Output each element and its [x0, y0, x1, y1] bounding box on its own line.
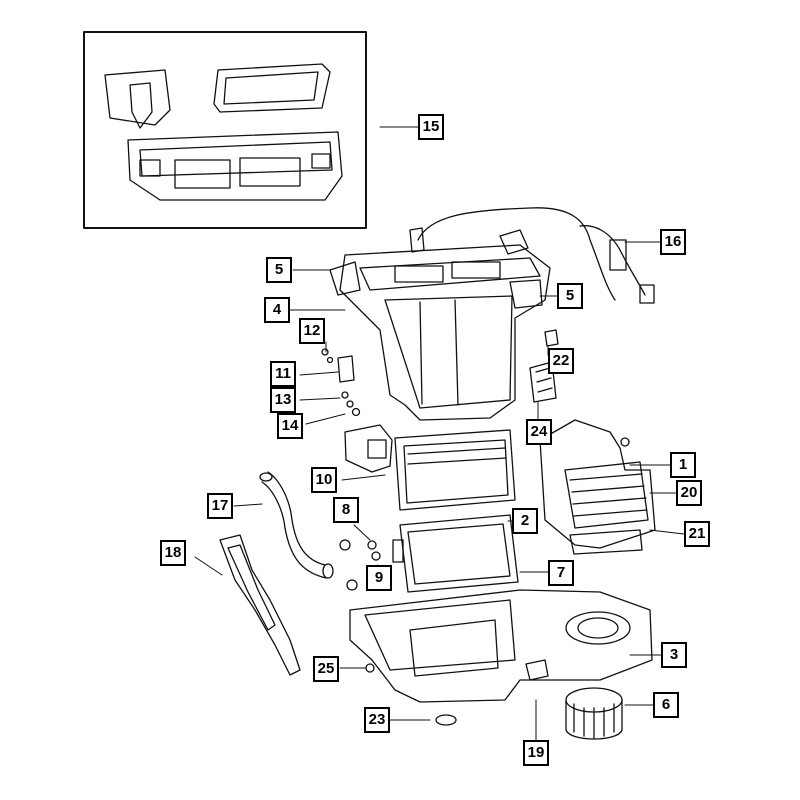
- callout-16: 16: [660, 229, 686, 255]
- callout-14: 14: [277, 413, 303, 439]
- callout-8: 8: [333, 497, 359, 523]
- lower-housing-illustration: [349, 589, 653, 703]
- tubes-illustration: [259, 471, 334, 579]
- hardware-illustration: [365, 659, 549, 726]
- fittings-illustration: [321, 348, 361, 417]
- callout-10: 10: [311, 467, 337, 493]
- callout-19: 19: [523, 740, 549, 766]
- callout-18: 18: [160, 540, 186, 566]
- blower-housing-illustration: [539, 419, 656, 555]
- wiring-harness-illustration: [409, 207, 655, 304]
- expansion-valve-illustration: [344, 424, 393, 473]
- sensor-duct-illustration: [529, 329, 559, 403]
- callout-6: 6: [653, 692, 679, 718]
- inset-frame: [83, 31, 367, 229]
- floor-duct-illustration: [219, 534, 301, 676]
- callout-23: 23: [364, 707, 390, 733]
- heater-core-illustration: [392, 514, 519, 593]
- evaporator-core-illustration: [394, 429, 516, 511]
- callout-17: 17: [207, 493, 233, 519]
- callout-24: 24: [526, 419, 552, 445]
- callout-15: 15: [418, 114, 444, 140]
- callout-7: 7: [548, 560, 574, 586]
- callout-12: 12: [299, 318, 325, 344]
- callout-5-right: 5: [557, 283, 583, 309]
- upper-housing-illustration: [329, 244, 551, 421]
- callout-21: 21: [684, 521, 710, 547]
- blower-motor-illustration: [565, 687, 623, 740]
- callout-3: 3: [661, 642, 687, 668]
- callout-4: 4: [264, 297, 290, 323]
- callout-25: 25: [313, 656, 339, 682]
- callout-11: 11: [270, 361, 296, 387]
- callout-22: 22: [548, 348, 574, 374]
- callout-13: 13: [270, 387, 296, 413]
- callout-2: 2: [512, 508, 538, 534]
- o-rings-illustration: [339, 539, 381, 591]
- callout-1: 1: [670, 452, 696, 478]
- seal-kit-illustration: [104, 63, 343, 201]
- callout-5-left: 5: [266, 257, 292, 283]
- callout-20: 20: [676, 480, 702, 506]
- callout-9: 9: [366, 565, 392, 591]
